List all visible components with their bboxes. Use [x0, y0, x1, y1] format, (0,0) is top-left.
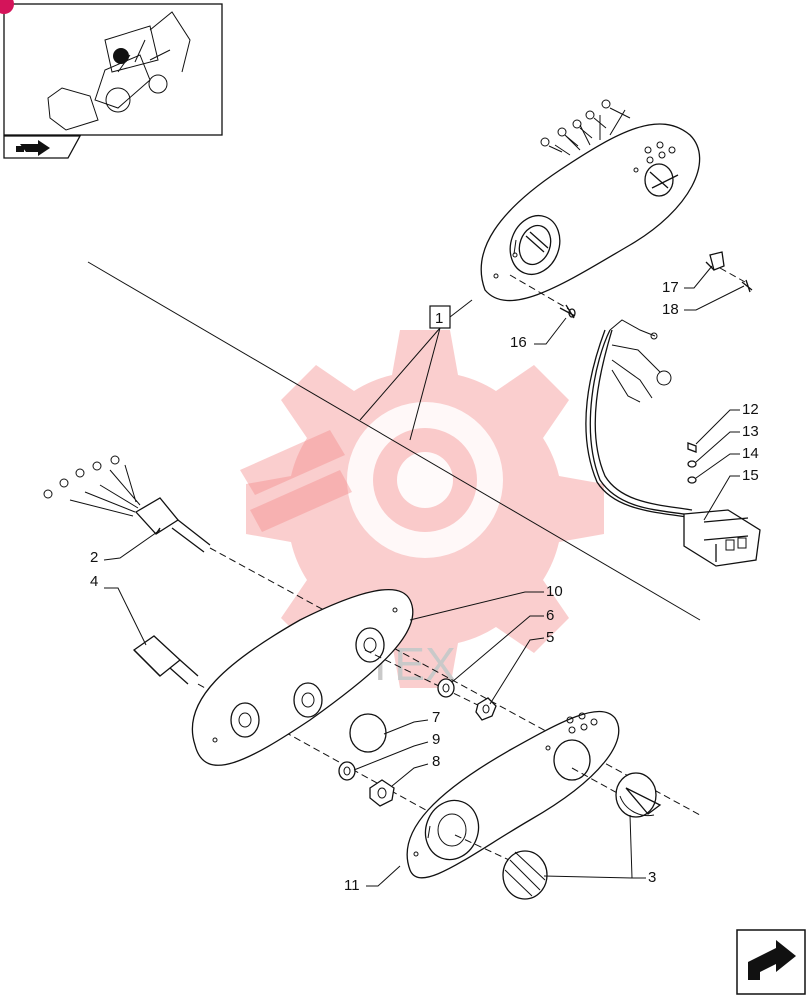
thumbnail-badge	[0, 0, 14, 14]
callout-8[interactable]: 8	[432, 753, 440, 770]
callout-16[interactable]: 16	[510, 334, 527, 351]
callout-12[interactable]: 12	[742, 401, 759, 418]
callout-17[interactable]: 17	[662, 279, 679, 296]
leader-9	[353, 741, 429, 771]
callout-7[interactable]: 7	[432, 709, 440, 726]
leader-4	[104, 587, 147, 646]
clip-17	[705, 251, 725, 271]
next-page-arrow-icon[interactable]	[736, 929, 806, 995]
washer-6	[437, 678, 455, 698]
washer-13	[687, 460, 697, 468]
sensor-2	[43, 455, 211, 553]
axis-18	[719, 267, 746, 283]
thumbnail-panel[interactable]	[0, 0, 223, 159]
leader-17	[684, 265, 713, 289]
callout-6[interactable]: 6	[546, 607, 554, 624]
knob-3-left	[502, 850, 548, 900]
leader-18	[684, 285, 745, 311]
leader-11	[366, 865, 401, 887]
callout-2[interactable]: 2	[90, 549, 98, 566]
callout-1-leaders	[359, 327, 441, 441]
leader-3	[543, 814, 646, 879]
screw-12	[687, 442, 697, 453]
watermark-gear-logo	[240, 330, 604, 688]
nut-5	[475, 697, 497, 721]
axis-2	[209, 547, 701, 816]
callout-1[interactable]: 1	[435, 310, 443, 327]
switch-4	[132, 635, 199, 685]
section-line	[87, 261, 701, 621]
leader-13	[695, 431, 740, 463]
callout-13[interactable]: 13	[742, 423, 759, 440]
switch-panel-10	[191, 588, 414, 766]
nut-8	[369, 779, 395, 807]
leader-14	[695, 453, 740, 479]
leader-5	[489, 637, 545, 705]
callout-14[interactable]: 14	[742, 445, 759, 462]
washer-9	[338, 761, 356, 781]
callout-18[interactable]: 18	[662, 301, 679, 318]
leader-15	[703, 475, 740, 521]
callout-4[interactable]: 4	[90, 573, 98, 590]
screw-16	[559, 304, 576, 319]
leader-16	[534, 317, 567, 345]
callout-10[interactable]: 10	[546, 583, 563, 600]
wiring-harness	[585, 319, 761, 567]
washer-14	[687, 476, 697, 484]
axis-16	[509, 274, 571, 311]
backhoe-loader-thumbnail-icon	[47, 11, 191, 131]
back-arrow-icon[interactable]	[16, 140, 50, 156]
callout-9[interactable]: 9	[432, 731, 440, 748]
leader-10	[409, 591, 544, 621]
callout-15[interactable]: 15	[742, 467, 759, 484]
leader-6	[451, 615, 544, 683]
axis-10	[364, 649, 489, 711]
knob-3-right	[615, 772, 662, 818]
knob-panel-11	[406, 710, 620, 879]
callout-5[interactable]: 5	[546, 629, 554, 646]
leader-7	[383, 719, 429, 735]
leader-12	[695, 409, 740, 445]
upper-switch-panel	[480, 99, 701, 302]
plug-7	[349, 713, 387, 753]
leader-2	[103, 529, 161, 561]
callout-11[interactable]: 11	[344, 877, 360, 894]
callout-3[interactable]: 3	[648, 869, 656, 886]
callout-1-leader-panel	[449, 299, 473, 318]
screw-18	[741, 279, 753, 293]
leader-8	[391, 763, 429, 787]
